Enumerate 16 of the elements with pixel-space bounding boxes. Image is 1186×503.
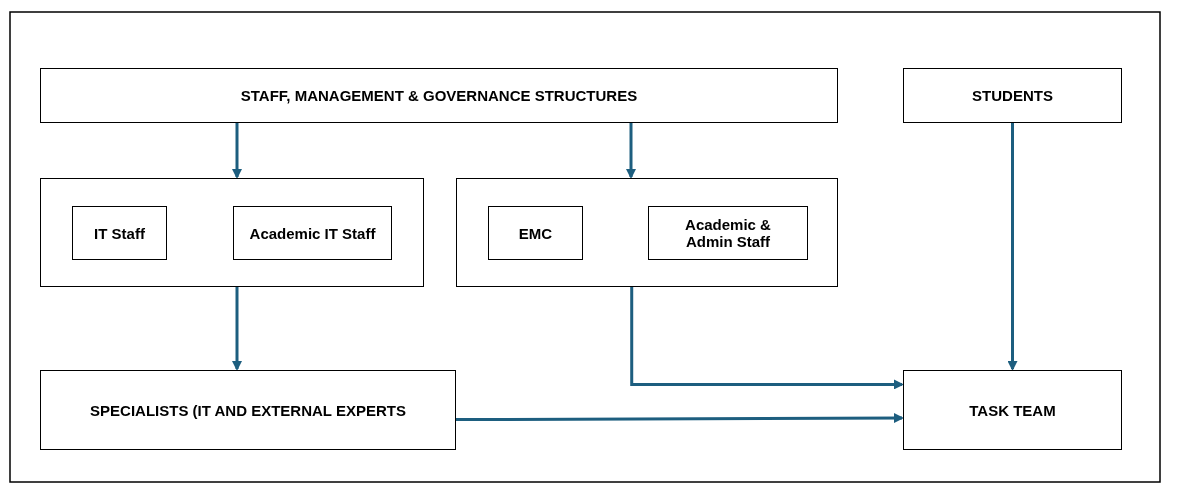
group-box <box>40 178 424 287</box>
arrow <box>456 413 904 424</box>
group-box <box>456 178 838 287</box>
process-box: STUDENTS <box>903 68 1122 123</box>
process-box: SPECIALISTS (IT AND EXTERNAL EXPERTS <box>40 370 456 450</box>
process-box: TASK TEAM <box>903 370 1122 450</box>
process-box: EMC <box>488 206 583 260</box>
process-box: IT Staff <box>72 206 167 260</box>
arrow <box>630 287 904 390</box>
arrow <box>232 287 242 371</box>
arrow <box>1007 123 1018 371</box>
process-box: Academic & Admin Staff <box>648 206 808 260</box>
arrow <box>626 123 636 179</box>
process-box: STAFF, MANAGEMENT & GOVERNANCE STRUCTURES <box>40 68 838 123</box>
process-box: Academic IT Staff <box>233 206 392 260</box>
arrow <box>232 123 242 179</box>
